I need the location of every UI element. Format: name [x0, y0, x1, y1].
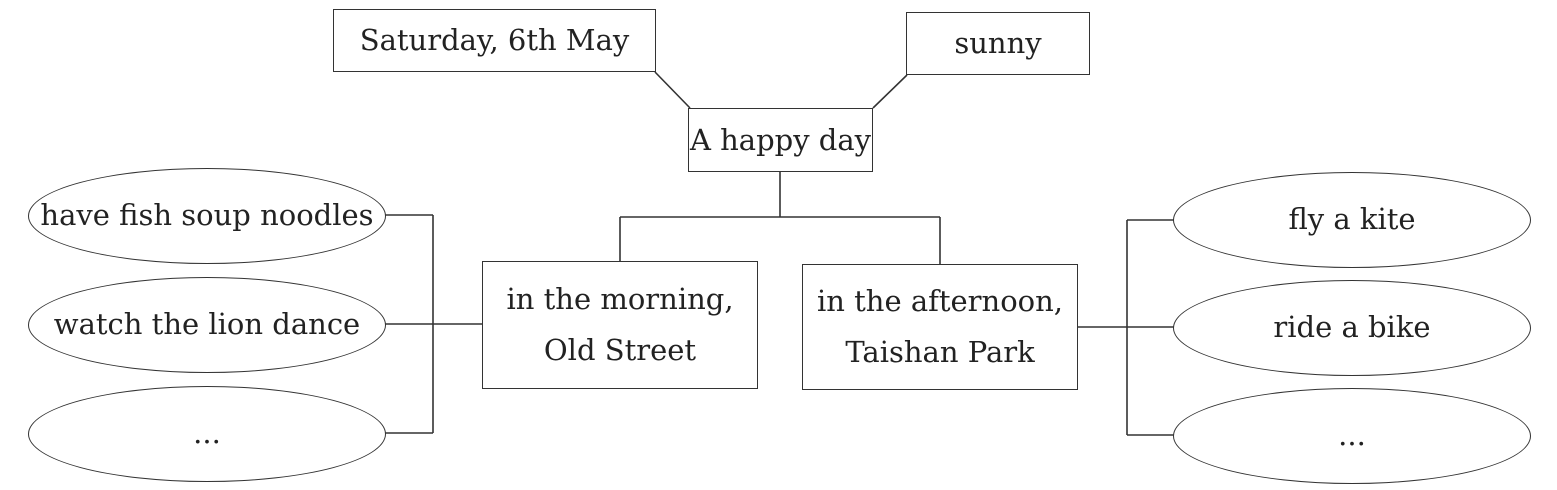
afternoon-box: in the afternoon, Taishan Park — [802, 264, 1078, 390]
afternoon-activity-1-label: fly a kite — [1288, 202, 1416, 236]
morning-activity-3: ... — [28, 386, 386, 482]
afternoon-activity-2: ride a bike — [1173, 280, 1531, 376]
afternoon-activity-1: fly a kite — [1173, 172, 1531, 268]
afternoon-activity-3: ... — [1173, 388, 1531, 484]
weather-label: sunny — [954, 26, 1042, 61]
title-box: A happy day — [688, 108, 873, 172]
morning-place-label: Old Street — [543, 333, 697, 367]
connector-date-to-title — [654, 71, 691, 109]
afternoon-time-label: in the afternoon, — [816, 284, 1064, 319]
morning-activity-3-label: ... — [193, 416, 221, 450]
date-box: Saturday, 6th May — [333, 9, 656, 72]
afternoon-activity-3-label: ... — [1338, 418, 1366, 452]
afternoon-place-label: Taishan Park — [845, 335, 1035, 369]
morning-activity-1-label: have fish soup noodles — [40, 198, 374, 232]
morning-activity-2: watch the lion dance — [28, 277, 386, 373]
morning-activity-2-label: watch the lion dance — [53, 307, 361, 341]
afternoon-activity-2-label: ride a bike — [1273, 310, 1431, 344]
weather-box: sunny — [906, 12, 1090, 75]
date-label: Saturday, 6th May — [359, 23, 630, 58]
morning-box: in the morning, Old Street — [482, 261, 758, 389]
morning-time-label: in the morning, — [506, 282, 734, 317]
connector-weather-to-title — [872, 74, 908, 109]
morning-activity-1: have fish soup noodles — [28, 168, 386, 264]
title-label: A happy day — [689, 122, 872, 157]
